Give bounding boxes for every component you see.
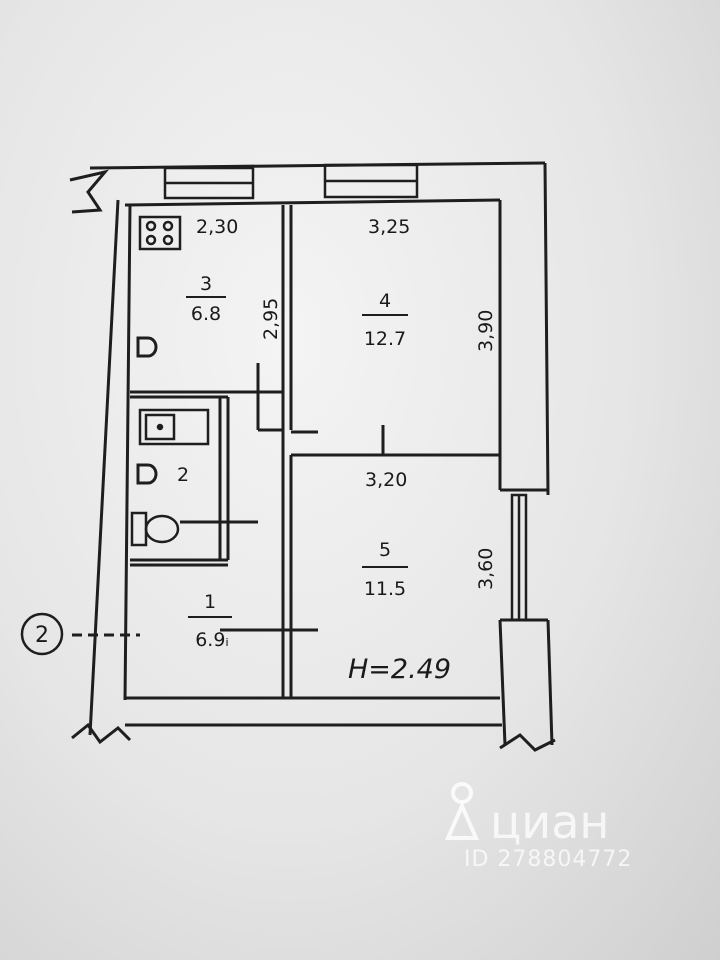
- dimension-kitchen-depth: 2,95: [260, 298, 282, 340]
- room-label-2: 2: [177, 464, 189, 486]
- outer-walls: [69, 161, 556, 752]
- watermark-brand: циан: [490, 795, 609, 849]
- room-area: 6.8: [191, 303, 221, 325]
- dimension-room4-depth: 3,90: [475, 310, 497, 352]
- dimension-room5-depth: 3,60: [475, 548, 497, 590]
- room-area: 6.9ᵢ: [195, 629, 229, 651]
- room-area: 12.7: [364, 328, 406, 350]
- room-number: 4: [379, 290, 391, 312]
- room-label-1: 1 6.9ᵢ: [188, 591, 232, 651]
- dimension-room4-width: 3,25: [368, 216, 410, 238]
- axis-marker-label: 2: [35, 623, 49, 648]
- dimension-kitchen-width: 2,30: [196, 216, 238, 238]
- watermark-listing-id: ID 278804772: [464, 847, 632, 872]
- axis-marker: 2: [20, 612, 64, 656]
- room-label-3: 3 6.8: [186, 273, 226, 325]
- gas-meter-icon: [136, 463, 158, 485]
- location-pin-icon: [444, 782, 480, 840]
- room-number: 1: [204, 591, 216, 613]
- room-label-5: 5 11.5: [362, 539, 408, 600]
- room-area: 11.5: [364, 578, 406, 600]
- windows: [163, 163, 528, 622]
- room-number: 5: [379, 539, 391, 561]
- interior-walls: [72, 205, 500, 698]
- room-number: 2: [177, 464, 189, 486]
- gas-meter-icon: [136, 336, 158, 358]
- ceiling-height: H=2.49: [348, 654, 451, 685]
- dimension-room5-width: 3,20: [365, 469, 407, 491]
- toilet-icon: [130, 511, 180, 547]
- sink-icon: [138, 408, 210, 446]
- watermark: циан ID 278804772: [444, 782, 632, 872]
- room-number: 3: [200, 273, 212, 295]
- room-label-4: 4 12.7: [362, 290, 408, 350]
- stove-icon: [138, 215, 182, 251]
